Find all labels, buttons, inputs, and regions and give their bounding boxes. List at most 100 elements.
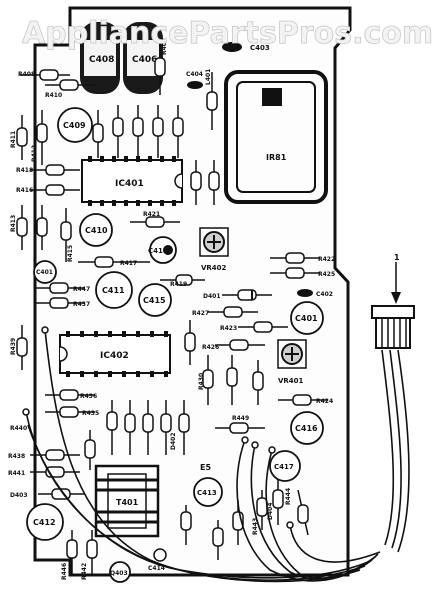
r410-label: R410: [45, 92, 62, 99]
resistor-r407: [154, 40, 166, 95]
diode-vertical: [184, 320, 196, 365]
capacitor-c413: [193, 477, 223, 507]
potentiometer-vr401: VR401: [277, 339, 307, 385]
resistor-r408: [20, 69, 70, 81]
d401-label: D401: [203, 293, 221, 300]
watermark-text: AppliancePartsPros.com: [22, 16, 433, 51]
r422-label: R422: [318, 256, 335, 263]
resistor-r411: [16, 115, 28, 160]
capacitor-c411: [95, 271, 133, 309]
d403-label: D403: [10, 492, 28, 499]
resistor-r415: [36, 205, 48, 250]
resistor-r426: [215, 339, 265, 351]
c415-label: C415: [143, 296, 166, 305]
r444-label: R444: [285, 488, 292, 505]
r436-label: R436: [80, 393, 97, 400]
c417-label: C417: [274, 463, 294, 471]
resistor-r439: [16, 325, 28, 370]
diode-d401: [222, 289, 272, 301]
resistor-r415b: [60, 208, 72, 262]
r430-label: R430: [198, 373, 205, 390]
resistor-r417: [78, 256, 150, 268]
potentiometer-vr402: VR402: [199, 227, 229, 272]
resistor-row-upper: [92, 105, 184, 158]
r425-label: R425: [318, 271, 335, 278]
c402-label: C402: [316, 291, 333, 298]
capacitor-c408: C408: [80, 22, 120, 94]
r408-label: R408: [18, 71, 35, 78]
ic401-label: IC401: [115, 179, 144, 189]
resistor-row-middle: [202, 355, 264, 405]
resistor-r447: [35, 282, 85, 294]
r443-label: R443: [252, 518, 259, 535]
r440-label: R440: [10, 425, 27, 432]
t401-label: T401: [116, 498, 139, 507]
wire-terminals: [22, 326, 294, 529]
r439-label: R439: [10, 338, 17, 355]
r415-label: R415: [67, 245, 74, 262]
c414-label: C414: [148, 565, 165, 572]
pointer-arrow: 1: [391, 253, 401, 304]
c411-label: C411: [102, 286, 125, 295]
transformer-t401: T401: [94, 464, 160, 538]
r411-label: R411: [10, 131, 17, 148]
ir81-label: IR81: [266, 153, 287, 162]
ic401: IC401: [81, 156, 183, 206]
resistor-r416: [30, 184, 80, 196]
resistor-r437: [35, 297, 85, 309]
resistor-r425: [270, 267, 320, 279]
c413-label: C413: [197, 489, 217, 497]
r426-label: R426: [202, 344, 219, 351]
capacitor-c412: [26, 503, 64, 541]
vr401-label: VR401: [278, 377, 304, 385]
diode-d402-area: [84, 430, 96, 470]
capacitor-c409: [57, 107, 93, 143]
capacitor-c403: [222, 42, 242, 52]
pointer-label: 1: [394, 253, 400, 262]
c408-label: C408: [89, 55, 114, 65]
ic402: IC402: [59, 331, 171, 377]
resistor-r445: [297, 489, 309, 536]
resistor-r435: [45, 406, 95, 418]
q403-label: Q403: [110, 570, 128, 577]
r427-label: R427: [192, 310, 209, 317]
inductor-l401: [206, 72, 218, 130]
l401-label: L401: [205, 69, 212, 85]
r417-label: R417: [120, 260, 137, 267]
r446-label: R446: [61, 563, 68, 580]
capacitor-c406: C406: [123, 22, 163, 94]
c401l-label: C401: [36, 269, 53, 276]
resistor-row-bottom: [66, 480, 284, 575]
r441-label: R441: [8, 470, 25, 477]
resistor-r410: [45, 79, 95, 91]
r424-label: R424: [316, 398, 333, 405]
r449-label: R449: [232, 415, 249, 422]
capacitor-c410: [79, 213, 113, 247]
transistor-q403: [109, 561, 131, 583]
r418-label: R418: [16, 167, 33, 174]
resistor-r421: [130, 216, 180, 228]
vr402-label: VR402: [201, 264, 227, 272]
capacitor-c414: [153, 548, 167, 562]
capacitor-c402: [297, 289, 313, 297]
resistor-r427: [208, 306, 258, 318]
c416-label: C416: [295, 424, 318, 433]
c418-label: C418: [148, 247, 168, 255]
resistor-r449: [215, 422, 265, 434]
capacitor-c415: [138, 283, 172, 317]
capacitor-c401: [290, 301, 324, 335]
d402-label: D402: [170, 432, 177, 450]
r413-label: R413: [10, 215, 17, 232]
r421-label: R421: [143, 211, 160, 218]
resistor-r418: [30, 164, 80, 176]
r435-label: R435: [82, 410, 99, 417]
resistor-r423: [238, 321, 288, 333]
resistor-r419: [160, 274, 205, 286]
resistor-pair-right: [190, 160, 220, 205]
r419-label: R419: [170, 281, 187, 288]
resistor-r424: [278, 394, 328, 406]
ic402-label: IC402: [100, 351, 129, 361]
transistor-q401: [33, 260, 57, 284]
r423-label: R423: [220, 325, 237, 332]
